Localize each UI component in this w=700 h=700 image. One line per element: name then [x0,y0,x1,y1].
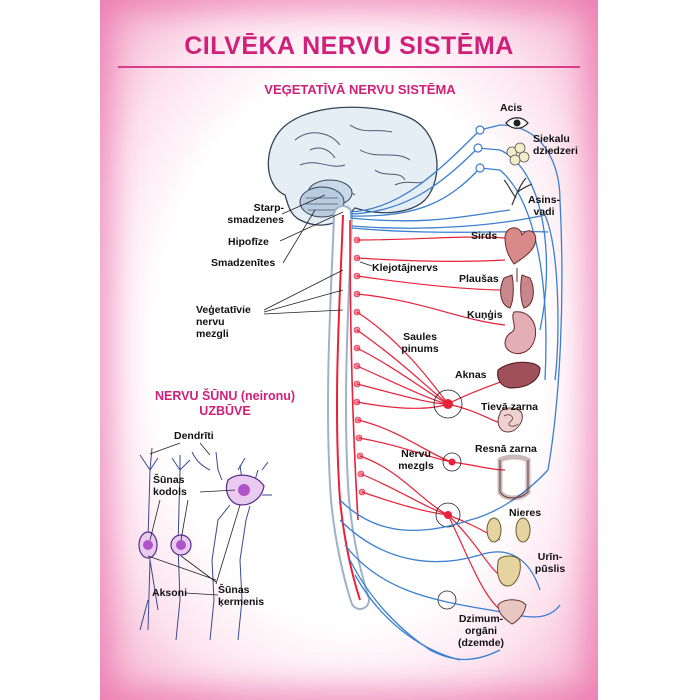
label-leaders [263,194,373,315]
label-kidneys: Nieres [509,507,542,519]
page-title: CILVĒKA NERVU SISTĒMA [184,32,514,60]
lower-ganglion [435,502,461,528]
inset-leaders [147,442,241,596]
label-vagus-nerve: Klejotājnervs [372,262,438,274]
cerebellum-shape [299,186,345,218]
label-cell-body: Šūnas ķermenis [218,584,265,608]
nerve-ganglion [442,452,462,472]
label-bladder: Urīn- pūslis [534,551,566,575]
spinal-column [326,205,370,610]
label-eye: Acis [500,102,523,114]
organ-blood-vessels [503,177,533,206]
label-reproductive-organs: Dzimum- orgāni (dzemde) [457,613,505,649]
organ-salivary-glands [506,142,530,166]
label-solar-plexus: Saules pinums [401,331,439,355]
label-lungs: Plaušas [459,273,499,285]
organ-liver [497,361,541,389]
organ-kidneys [486,517,531,543]
organ-bladder [497,555,521,587]
label-blood-vessels: Asins- vadi [527,194,561,218]
section-subtitle: VEĢETATĪVĀ NERVU SISTĒMA [264,82,456,97]
organ-large-intestine [497,454,531,501]
title-divider [118,66,580,68]
label-cell-nucleus: Šūnas kodols [153,474,187,498]
organ-uterus [497,599,527,625]
parasympathetic-endpoints [473,125,485,173]
label-dendrites: Dendrīti [174,430,214,442]
organ-stomach [504,311,537,354]
label-large-intestine: Resnā zarna [475,443,537,455]
organ-heart [504,227,536,265]
label-stomach: Kuņģis [467,309,503,321]
sympathetic-nerves [356,236,511,609]
organ-lungs [500,268,534,309]
label-small-intestine: Tievā zarna [481,401,539,413]
label-heart: Sirds [471,230,498,242]
ganglia [433,389,463,610]
label-pituitary: Hipofīze [228,236,269,248]
inset-title: NERVU ŠŪNU (neironu) UZBŪVE [154,389,296,418]
label-cerebellum: Smadzenītes [211,257,276,269]
organ-small-intestine [497,407,523,433]
organ-eye [505,117,529,129]
neuron-cell-bodies [138,474,265,559]
solar-plexus-ganglion [433,389,463,419]
label-axons: Aksoni [152,587,188,599]
label-diencephalon: Starp- smadzenes [227,202,284,226]
label-autonomic-ganglia: Veģetatīvie nervu mezgli [196,304,251,340]
label-salivary-glands: Siekalu dziedzeri [533,133,578,157]
label-nerve-ganglion: Nervu mezgls [398,448,434,472]
brain-illustration [267,106,438,226]
label-liver: Aknas [455,369,487,381]
